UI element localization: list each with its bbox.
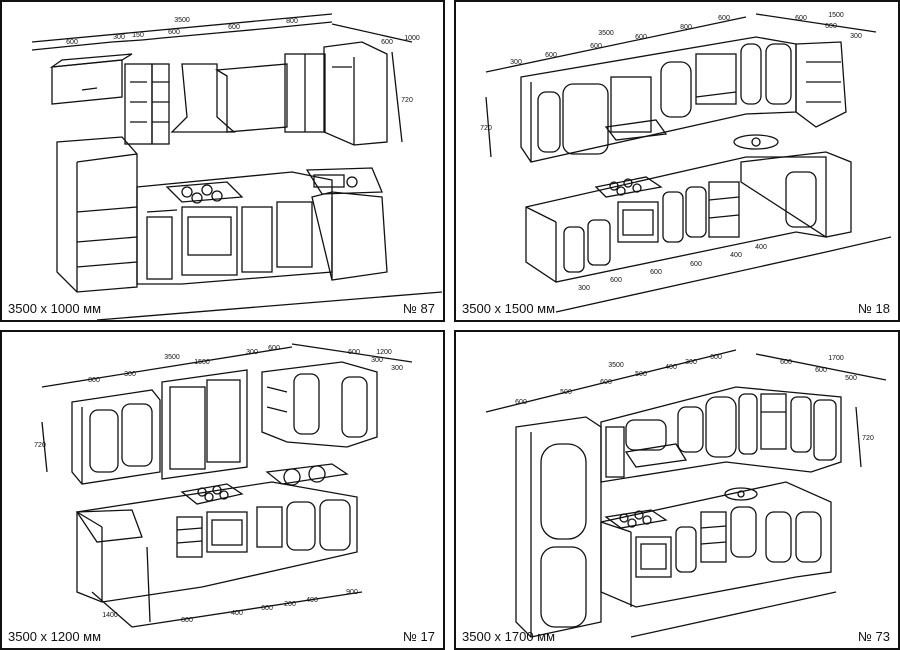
dim-label: 3500 [598,30,614,37]
dim-label: 1400 [102,612,118,619]
dim-label: 600 [718,15,730,22]
kitchen-panel-18: 300 600 600 600 800 600 3500 600 600 300… [454,0,900,322]
dim-label: 600 [545,52,557,59]
dim-label: 720 [34,442,46,449]
kitchen-87-drawing: 600 300 150 600 600 800 3500 600 1000 72… [31,13,443,320]
kitchen-panel-17: 800 300 3500 1500 300 600 600 300 300 12… [0,330,445,650]
kitchen-panel-73: 600 500 600 500 400 300 600 3500 600 600… [454,330,900,650]
dim-label: 600 [600,379,612,386]
dim-label: 600 [348,349,360,356]
dim-label: 300 [685,359,697,366]
dim-label: 720 [862,435,874,442]
dim-label: 400 [730,252,742,259]
dim-label: 600 [635,34,647,41]
dim-label: 500 [845,375,857,382]
dim-label: 800 [88,377,100,384]
dim-label: 600 [515,399,527,406]
dim-label: 300 [371,357,383,364]
dim-label: 600 [650,269,662,276]
dim-label: 3500 [164,354,180,361]
kitchen-18-drawing: 300 600 600 600 800 600 3500 600 600 300… [480,12,892,313]
kitchen-size: 3500 x 1200 мм [8,629,102,644]
dim-label: 600 [66,39,78,46]
dim-label: 600 [168,29,180,36]
dim-label: 600 [825,23,837,30]
kitchen-73-drawing: 600 500 600 500 400 300 600 3500 600 600… [485,349,887,638]
kitchen-number: № 18 [857,301,890,316]
kitchen-size: 3500 x 1700 мм [462,629,556,644]
dim-label: 720 [401,97,413,104]
dim-label: 600 [690,261,702,268]
kitchen-number: № 17 [402,629,435,644]
dim-label: 300 [246,349,258,356]
dim-label: 300 [578,285,590,292]
dim-label: 300 [124,371,136,378]
dim-label: 1000 [404,35,420,42]
dim-label: 400 [231,610,243,617]
dim-label: 600 [261,605,273,612]
dim-label: 600 [780,359,792,366]
dim-label: 400 [665,364,677,371]
kitchen-number: № 73 [857,629,890,644]
dim-label: 3500 [174,17,190,24]
dim-label: 500 [635,371,647,378]
dim-label: 800 [286,18,298,25]
dim-label: 600 [228,24,240,31]
dim-label: 1500 [194,359,210,366]
dim-label: 600 [268,345,280,352]
dim-label: 1700 [828,355,844,362]
dim-label: 300 [850,33,862,40]
dim-label: 400 [755,244,767,251]
dim-label: 800 [181,617,193,624]
dim-label: 150 [132,32,144,39]
kitchen-size: 3500 x 1000 мм [8,301,102,316]
dim-label: 600 [610,277,622,284]
dim-label: 600 [590,43,602,50]
kitchen-17-drawing: 800 300 3500 1500 300 600 600 300 300 12… [34,343,413,628]
dim-label: 300 [391,365,403,372]
dim-label: 300 [113,34,125,41]
dim-label: 3500 [608,362,624,369]
dim-label: 1200 [376,349,392,356]
dim-label: 300 [510,59,522,66]
dim-label: 500 [560,389,572,396]
dim-label: 1500 [828,12,844,19]
kitchen-panel-87: 600 300 150 600 600 800 3500 600 1000 72… [0,0,445,322]
dim-label: 600 [381,39,393,46]
kitchen-number: № 87 [402,301,435,316]
dim-label: 900 [346,589,358,596]
dim-label: 800 [680,24,692,31]
dim-label: 600 [795,15,807,22]
kitchen-size: 3500 x 1500 мм [462,301,556,316]
dim-label: 400 [306,597,318,604]
dim-label: 720 [480,125,492,132]
dim-label: 200 [284,601,296,608]
dim-label: 600 [815,367,827,374]
dim-label: 600 [710,354,722,361]
